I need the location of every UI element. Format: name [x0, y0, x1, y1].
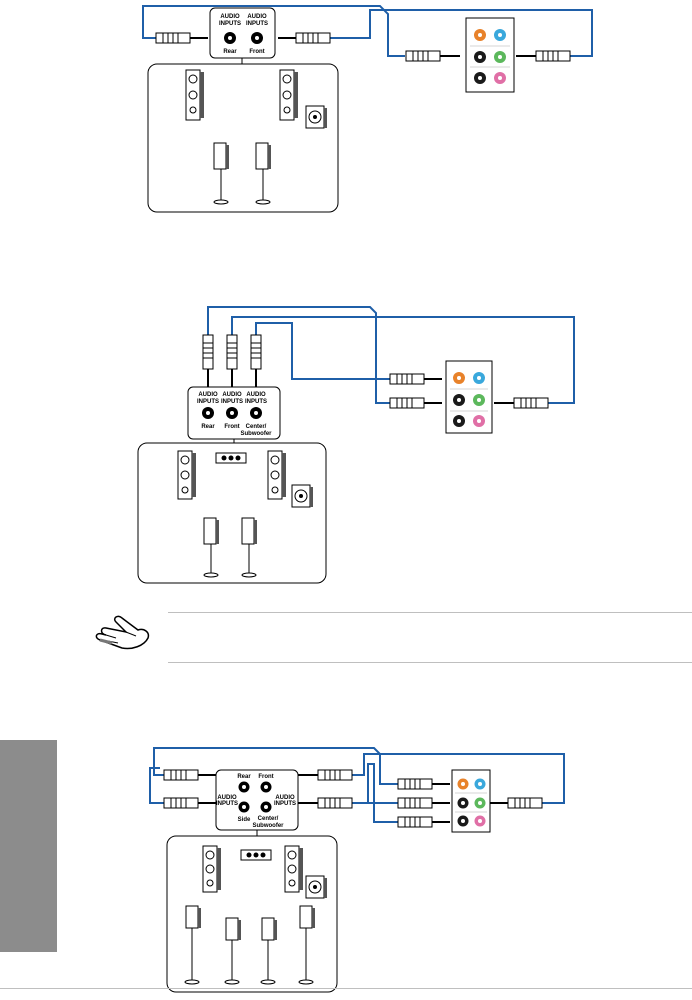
- inputs-label: INPUTS: [274, 801, 296, 807]
- satellite-speaker-icon: [213, 142, 229, 205]
- tower-speaker-icon: [185, 69, 204, 121]
- satellite-speaker-icon: [224, 917, 241, 985]
- diagram-6-channel: AUDIO INPUTS AUDIO INPUTS AUDIO INPUTS R…: [137, 306, 575, 584]
- inputs-label: INPUTS: [219, 21, 241, 27]
- tower-speaker-icon: [279, 69, 298, 121]
- subwoofer-label: Subwoofer: [241, 431, 273, 437]
- diagram-2-channel: AUDIO INPUTS AUDIO INPUTS Rear Front: [142, 5, 593, 213]
- audio-label: AUDIO: [275, 795, 295, 801]
- rear-label: Rear: [201, 424, 215, 430]
- audio-plug: [298, 797, 353, 809]
- center-label: Center/: [246, 424, 267, 430]
- cable: [352, 763, 398, 823]
- audio-plug: [389, 397, 442, 409]
- rear-label: Rear: [223, 49, 237, 55]
- tower-speaker-icon: [202, 845, 221, 893]
- audio-plug: [397, 797, 450, 809]
- audio-plug: [405, 50, 460, 62]
- audio-plug: [397, 816, 450, 828]
- cable: [142, 5, 405, 57]
- cable: [255, 322, 390, 380]
- subwoofer-label: Subwoofer: [253, 823, 285, 829]
- speaker-box: [137, 442, 327, 584]
- audio-plug: [163, 797, 216, 809]
- rear-audio-panel: [465, 17, 515, 93]
- audio-plug: [163, 769, 216, 781]
- side-label: Side: [238, 817, 251, 823]
- rear-audio-panel: [451, 769, 491, 833]
- audio-label: AUDIO: [222, 392, 242, 398]
- footer-rule: [0, 988, 692, 989]
- audio-plug: [490, 797, 543, 809]
- inputs-label: INPUTS: [246, 21, 268, 27]
- audio-plug: [389, 373, 442, 385]
- audio-label: AUDIO: [198, 392, 218, 398]
- audio-label: AUDIO: [217, 795, 237, 801]
- audio-plug: [155, 32, 208, 44]
- chapter-side-tab: [0, 740, 57, 952]
- note-bottom-rule: [168, 662, 692, 663]
- satellite-speaker-icon: [298, 905, 315, 985]
- inputs-label: INPUTS: [245, 399, 267, 405]
- satellite-speaker-icon: [255, 142, 271, 205]
- tower-speaker-icon: [177, 450, 196, 500]
- center-label: Center/: [258, 816, 279, 822]
- rear-audio-panel: [445, 360, 493, 434]
- audio-plug: [516, 50, 571, 62]
- front-label: Front: [258, 774, 273, 780]
- audio-label: AUDIO: [246, 392, 266, 398]
- audio-plug: [226, 334, 238, 387]
- satellite-speaker-icon: [260, 917, 277, 985]
- cable: [149, 767, 164, 804]
- inputs-label: INPUTS: [216, 801, 238, 807]
- note-top-rule: [168, 612, 692, 613]
- audio-plug: [250, 334, 262, 387]
- cable: [352, 753, 565, 804]
- center-speaker-icon: [240, 849, 272, 861]
- front-label: Front: [249, 49, 264, 55]
- hand-note-icon: [95, 615, 150, 650]
- satellite-speaker-icon: [241, 517, 257, 578]
- cable: [231, 316, 575, 404]
- satellite-speaker-icon: [184, 905, 201, 985]
- front-label: Front: [224, 424, 239, 430]
- audio-plug: [202, 334, 214, 387]
- cable: [330, 9, 593, 57]
- audio-label: AUDIO: [247, 14, 267, 20]
- audio-plug: [278, 32, 331, 44]
- inputs-label: INPUTS: [197, 399, 219, 405]
- subwoofer-icon: [305, 105, 327, 129]
- tower-speaker-icon: [267, 450, 286, 500]
- audio-label: AUDIO: [220, 14, 240, 20]
- rear-label: Rear: [237, 774, 251, 780]
- diagram-8-channel: Rear Front AUDIO INPUTS AUDIO INPUTS Sid…: [149, 747, 565, 993]
- audio-plug: [397, 778, 450, 790]
- audio-plug: [298, 769, 353, 781]
- satellite-speaker-icon: [203, 517, 219, 578]
- center-speaker-icon: [215, 452, 247, 464]
- subwoofer-icon: [291, 484, 313, 508]
- tower-speaker-icon: [284, 845, 303, 893]
- subwoofer-icon: [305, 875, 327, 899]
- cable: [153, 747, 398, 785]
- cable: [207, 306, 390, 404]
- audio-plug: [494, 397, 549, 409]
- inputs-label: INPUTS: [221, 399, 243, 405]
- speaker-box: [147, 63, 339, 213]
